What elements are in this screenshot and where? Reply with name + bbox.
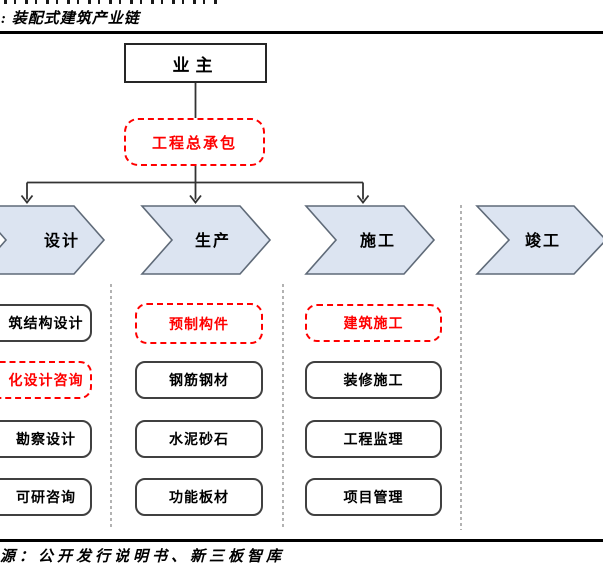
- chevron-design: [0, 205, 106, 275]
- item-functional-panels: 功能板材: [135, 478, 263, 516]
- chevron-completion: [475, 205, 603, 275]
- item-decoration-construction: 装修施工: [305, 361, 442, 399]
- figure-title: : 装配式建筑产业链: [1, 11, 140, 27]
- item-design-consulting: 化设计咨询: [0, 361, 92, 399]
- general-contractor-node: 工程总承包: [124, 118, 265, 166]
- item-rebar-steel: 钢筋钢材: [135, 361, 263, 399]
- chevron-production: [140, 205, 272, 275]
- item-survey-design: 勘察设计: [0, 420, 92, 458]
- arrowhead-center-icon: [189, 194, 202, 204]
- owner-node: 业主: [124, 43, 267, 83]
- source-line: 源：公开发行说明书、新三板智库: [0, 549, 286, 563]
- chevron-construction-label: 施工: [360, 231, 396, 250]
- phase-chevrons: [0, 205, 603, 275]
- item-engineering-supervision: 工程监理: [305, 420, 442, 458]
- connector-lines: [20, 83, 370, 204]
- bottom-rule: [0, 539, 603, 542]
- arrowhead-right-icon: [356, 194, 370, 204]
- item-project-management: 项目管理: [305, 478, 442, 516]
- arrowhead-left-icon: [20, 194, 34, 204]
- item-feasibility-consulting: 可研咨询: [0, 478, 92, 516]
- clipped-text-fragment: [4, 0, 218, 4]
- item-building-construction: 建筑施工: [305, 304, 442, 342]
- item-precast-components: 预制构件: [135, 303, 263, 344]
- item-structure-design: 筑结构设计: [0, 304, 92, 342]
- chevron-construction: [304, 205, 436, 275]
- chevron-completion-label: 竣工: [525, 231, 561, 250]
- chevron-design-label: 设计: [44, 231, 80, 250]
- column-separators: [110, 205, 462, 530]
- top-rule: [0, 31, 603, 34]
- chevron-production-label: 生产: [195, 231, 231, 250]
- item-cement-sand: 水泥砂石: [135, 420, 263, 458]
